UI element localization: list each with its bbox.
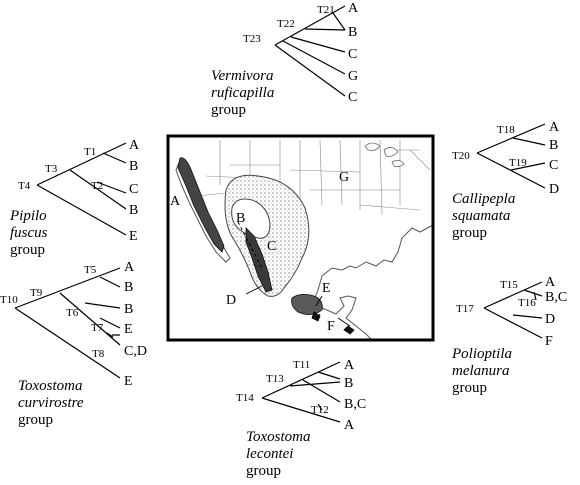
vermivora-branches <box>274 5 346 97</box>
callipepla-species-epithet: squamata <box>452 208 510 224</box>
pipilo-leaf-3: C <box>129 182 138 197</box>
curvirostre-node-t6: T6 <box>66 307 79 319</box>
pipilo-tree: T1 T2 T3 T4 A B C B E Pipilo fuscus grou… <box>9 138 140 258</box>
curvirostre-branches <box>14 267 121 379</box>
curvirostre-leaf-5: C,D <box>124 344 147 359</box>
callipepla-leaf-3: C <box>549 158 558 173</box>
pipilo-node-t4: T4 <box>18 180 31 192</box>
map-frame <box>166 134 435 342</box>
vermivora-group-label: group <box>211 102 246 118</box>
polioptila-leaf-3: D <box>545 312 555 327</box>
vermivora-node-t22: T22 <box>277 18 295 30</box>
map-label-a: A <box>170 194 181 209</box>
curvirostre-leaf-1: A <box>124 260 135 275</box>
curvirostre-leaf-4: E <box>124 322 133 337</box>
pipilo-leaf-4: B <box>129 203 138 218</box>
callipepla-node-t19: T19 <box>509 157 527 169</box>
region-map: A B C D E F G <box>166 134 435 342</box>
map-label-d: D <box>226 293 236 308</box>
polioptila-node-t15: T15 <box>500 279 518 291</box>
polioptila-group-label: group <box>452 380 487 396</box>
pipilo-node-t3: T3 <box>45 163 58 175</box>
pipilo-species-genus: Pipilo <box>9 208 47 224</box>
map-label-pointers <box>245 285 351 327</box>
curvirostre-node-t10: T10 <box>0 294 18 306</box>
curvirostre-leaf-3: B <box>124 302 133 317</box>
map-label-f: F <box>327 319 335 334</box>
curvirostre-node-t9: T9 <box>30 287 43 299</box>
callipepla-node-t18: T18 <box>497 124 515 136</box>
callipepla-leaf-4: D <box>549 182 559 197</box>
pipilo-leaf-1: A <box>129 138 140 153</box>
polioptila-branches <box>483 281 543 339</box>
curvirostre-group-label: group <box>18 412 53 428</box>
callipepla-branches <box>476 123 546 189</box>
vermivora-leaf-5: C <box>348 90 357 105</box>
polioptila-node-t16: T16 <box>518 297 536 309</box>
vermivora-leaf-4: G <box>348 69 358 84</box>
vermivora-leaf-2: B <box>348 25 357 40</box>
polioptila-leaf-1: A <box>545 275 556 290</box>
pipilo-leaf-2: B <box>129 159 138 174</box>
curvirostre-tree: T5 T6 T7 T8 T9 T10 A B B E C,D E Toxosto… <box>0 260 147 428</box>
curvirostre-node-t8: T8 <box>92 348 105 360</box>
pipilo-node-t1: T1 <box>84 146 96 158</box>
vermivora-species-epithet: ruficapilla <box>211 85 274 101</box>
lecontei-species-epithet: lecontei <box>246 446 293 462</box>
callipepla-leaf-1: A <box>549 120 560 135</box>
curvirostre-species-epithet: curvirostre <box>18 395 84 411</box>
curvirostre-leaf-6: E <box>124 374 133 389</box>
lecontei-node-t12: T12 <box>311 404 329 416</box>
pipilo-leaf-5: E <box>129 229 138 244</box>
b-c-boundary <box>237 221 263 269</box>
polioptila-species-epithet: melanura <box>452 363 510 379</box>
map-label-b: B <box>236 211 245 226</box>
map-label-c: C <box>267 239 276 254</box>
pipilo-node-t2: T2 <box>91 180 103 192</box>
region-a-area <box>177 157 225 253</box>
polioptila-leaf-4: F <box>545 334 553 349</box>
map-label-e: E <box>322 281 331 296</box>
vermivora-leaf-1: A <box>348 1 359 16</box>
polioptila-node-t17: T17 <box>456 303 474 315</box>
vermivora-node-t21: T21 <box>317 4 335 16</box>
curvirostre-species-genus: Toxostoma <box>18 378 82 394</box>
lecontei-tree: T11 T12 T13 T14 A B B,C A Toxostoma leco… <box>236 358 366 479</box>
lecontei-group-label: group <box>246 463 281 479</box>
vermivora-species-genus: Vermivora <box>211 68 274 84</box>
region-f-area <box>311 311 355 335</box>
lecontei-leaf-1: A <box>344 358 355 373</box>
polioptila-species-genus: Polioptila <box>451 346 512 362</box>
callipepla-tree: T18 T19 T20 A B C D Callipepla squamata … <box>452 120 560 241</box>
pipilo-group-label: group <box>10 242 45 258</box>
region-d-area <box>245 227 273 293</box>
polioptila-leaf-2: B,C <box>545 290 567 305</box>
lecontei-branches <box>261 361 341 423</box>
lecontei-node-t13: T13 <box>266 373 284 385</box>
lecontei-node-t14: T14 <box>236 392 254 404</box>
callipepla-species-genus: Callipepla <box>452 191 515 207</box>
great-lakes <box>364 142 405 168</box>
curvirostre-node-t5: T5 <box>84 264 97 276</box>
state-boundaries <box>195 139 431 216</box>
map-label-g: G <box>339 170 349 185</box>
vermivora-leaf-3: C <box>348 47 357 62</box>
vermivora-node-t23: T23 <box>243 33 261 45</box>
pipilo-species-epithet: fuscus <box>10 225 48 241</box>
polioptila-tree: T15 T16 T17 A B,C D F Polioptila melanur… <box>451 275 567 396</box>
lecontei-leaf-4: A <box>344 418 355 433</box>
callipepla-node-t20: T20 <box>452 150 470 162</box>
callipepla-group-label: group <box>452 225 487 241</box>
region-e-area <box>291 294 323 315</box>
lecontei-leaf-3: B,C <box>344 397 366 412</box>
vermivora-tree: T21 T22 T23 A B C G C Vermivora ruficapi… <box>211 1 359 118</box>
lecontei-species-genus: Toxostoma <box>246 429 310 445</box>
pipilo-branches <box>36 142 127 236</box>
lecontei-node-t11: T11 <box>293 359 310 371</box>
curvirostre-leaf-2: B <box>124 280 133 295</box>
lecontei-leaf-2: B <box>344 376 353 391</box>
curvirostre-node-t7: T7 <box>91 322 104 334</box>
callipepla-leaf-2: B <box>549 138 558 153</box>
